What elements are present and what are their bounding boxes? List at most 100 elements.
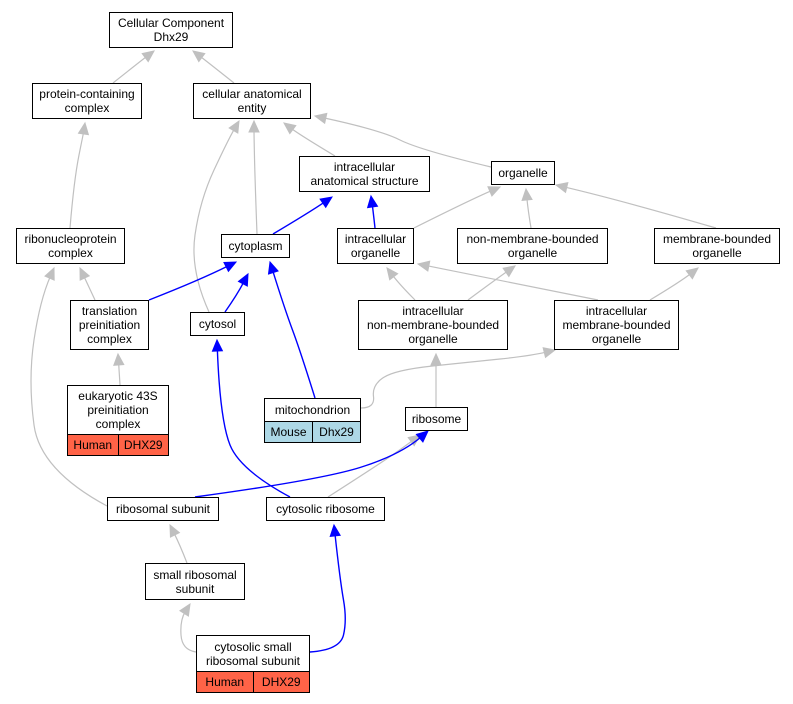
- edge-intracellular-anatomical-structure-to-cellular-anatomical-entity-arrowhead: [283, 122, 297, 135]
- node-label-line: cytoplasm: [228, 239, 283, 253]
- edge-membrane-bounded-organelle-to-organelle-arrowhead: [554, 182, 569, 194]
- edge-cytosol-to-cytoplasm-arrowhead: [237, 272, 249, 287]
- node-label-line: non-membrane-bounded: [466, 232, 599, 246]
- edge-intracellular-organelle-to-organelle: [413, 190, 492, 229]
- node-label-line: cellular anatomical: [202, 87, 302, 101]
- node-label: ribosomal subunit: [108, 498, 218, 520]
- edge-intracellular-membrane-bounded-organelle-to-membrane-bounded-organelle: [649, 273, 692, 301]
- node-label-line: Cellular Component: [117, 16, 225, 30]
- edge-ribosomal-subunit-to-ribonucleoprotein-complex: [30, 276, 108, 507]
- node-ribosomal-subunit[interactable]: ribosomal subunit: [107, 497, 219, 521]
- edge-eukaryotic-43s-preinitiation-complex-to-translation-preinitiation-complex-arrowhead: [113, 352, 125, 366]
- node-ribosome[interactable]: ribosome: [405, 407, 468, 431]
- node-label-line: mitochondrion: [274, 403, 351, 417]
- node-label-line: intracellular: [585, 304, 648, 318]
- edge-intracellular-membrane-bounded-organelle-to-intracellular-organelle-arrowhead: [416, 260, 431, 272]
- edge-intracellular-membrane-bounded-organelle-to-membrane-bounded-organelle-arrowhead: [685, 267, 699, 280]
- edge-cytosolic-ribosome-to-cytosol: [216, 348, 291, 498]
- node-cytosolic-ribosome[interactable]: cytosolic ribosome: [266, 497, 385, 521]
- node-label-line: organelle: [350, 246, 401, 260]
- edge-ribosome-to-intracellular-non-membrane-bounded-organelle-arrowhead: [430, 352, 442, 366]
- node-label-line: complex: [95, 417, 141, 431]
- edge-intracellular-organelle-to-intracellular-anatomical-structure-arrowhead: [366, 194, 379, 209]
- edge-organelle-to-cellular-anatomical-entity-arrowhead: [313, 112, 328, 125]
- node-label-line: cytosolic ribosome: [276, 502, 375, 516]
- node-label-line: preinitiation: [78, 318, 141, 332]
- edge-cytoplasm-to-intracellular-anatomical-structure-arrowhead: [319, 196, 333, 209]
- node-label-line: cytosol: [198, 317, 237, 331]
- node-label: cytoplasm: [222, 235, 289, 257]
- node-cytoplasm[interactable]: cytoplasm: [221, 234, 290, 258]
- edge-ribosomal-subunit-to-ribosome: [194, 436, 422, 498]
- node-label-line: anatomical structure: [310, 174, 419, 188]
- edge-intracellular-anatomical-structure-to-cellular-anatomical-entity: [290, 127, 336, 157]
- node-label-line: membrane-bounded: [562, 318, 671, 332]
- node-label: cytosol: [191, 313, 244, 335]
- edge-non-membrane-bounded-organelle-to-organelle: [526, 197, 532, 229]
- edge-cytosolic-ribosome-to-cytosol-arrowhead: [211, 338, 224, 352]
- node-label-line: intracellular: [344, 232, 407, 246]
- node-label-line: organelle: [498, 166, 548, 180]
- edge-eukaryotic-43s-preinitiation-complex-to-translation-preinitiation-complex: [118, 362, 121, 386]
- node-label-line: ribosomal subunit: [115, 502, 211, 516]
- node-label-line: translation: [81, 304, 138, 318]
- gene-label: Dhx29: [312, 422, 360, 442]
- edge-cellular-anatomical-entity-to-cellular-component: [199, 55, 235, 84]
- edge-intracellular-non-membrane-bounded-organelle-to-non-membrane-bounded-organelle-arrowhead: [502, 265, 516, 278]
- edge-organelle-to-cellular-anatomical-entity: [323, 117, 492, 168]
- edge-cytosol-to-cellular-anatomical-entity-arrowhead: [228, 119, 240, 134]
- edge-cytosolic-small-ribosomal-subunit-to-small-ribosomal-subunit-arrowhead: [179, 602, 191, 617]
- node-cytosol[interactable]: cytosol: [190, 312, 245, 336]
- edge-cytosolic-small-ribosomal-subunit-to-small-ribosomal-subunit: [180, 611, 197, 653]
- edge-translation-preinitiation-complex-to-ribonucleoprotein-complex-arrowhead: [79, 266, 91, 281]
- edge-ribonucleoprotein-complex-to-protein-containing-complex: [69, 131, 85, 229]
- edge-cellular-anatomical-entity-to-cellular-component-arrowhead: [192, 50, 206, 63]
- edge-intracellular-membrane-bounded-organelle-to-intracellular-organelle: [426, 265, 599, 301]
- edge-intracellular-non-membrane-bounded-organelle-to-intracellular-organelle-arrowhead: [386, 267, 399, 281]
- node-label-line: complex: [87, 332, 132, 346]
- edge-ribosomal-subunit-to-ribosome-arrowhead: [415, 430, 429, 443]
- edge-cytosolic-small-ribosomal-subunit-to-cytosolic-ribosome-arrowhead: [329, 523, 341, 538]
- node-label-line: subunit: [175, 581, 215, 596]
- edge-translation-preinitiation-complex-to-ribonucleoprotein-complex: [83, 275, 96, 301]
- node-label-line: small ribosomal: [153, 567, 237, 582]
- node-label-line: eukaryotic 43S: [78, 389, 158, 403]
- edge-cytoplasm-to-cellular-anatomical-entity-arrowhead: [248, 119, 260, 133]
- node-label-line: intracellular: [333, 160, 396, 174]
- node-label-line: ribosome: [411, 412, 462, 426]
- edge-cytoplasm-to-intracellular-anatomical-structure: [272, 201, 325, 235]
- node-organelle[interactable]: organelle: [491, 161, 555, 185]
- species-label: Human: [205, 675, 245, 689]
- edge-membrane-bounded-organelle-to-organelle: [564, 186, 717, 229]
- node-label-line: ribonucleoprotein: [24, 232, 117, 246]
- species-label: Human: [73, 438, 113, 452]
- edge-intracellular-organelle-to-organelle-arrowhead: [487, 186, 502, 197]
- edge-translation-preinitiation-complex-to-cytoplasm: [148, 265, 229, 301]
- node-label-line: complex: [48, 246, 93, 260]
